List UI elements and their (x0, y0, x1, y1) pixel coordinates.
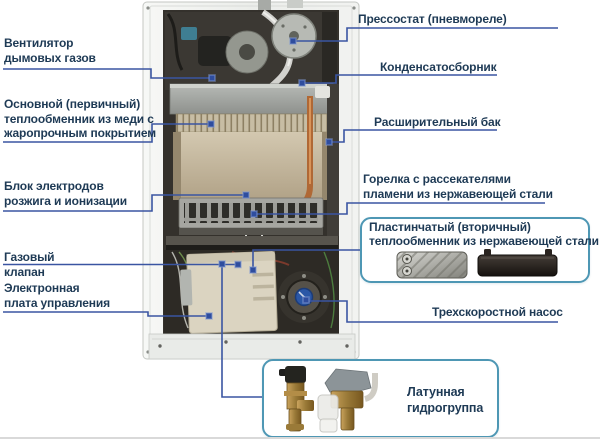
flue-collector-panel (169, 83, 334, 115)
hydrogroup-callout-box: Латунная гидрогруппа (262, 359, 499, 438)
label-line: клапан (4, 265, 45, 280)
marker-plate-hx (249, 266, 257, 274)
top-pipe-stub (258, 0, 271, 10)
leader-plate-hx (252, 249, 361, 268)
fan-motor (198, 36, 232, 66)
plate-heat-exchanger-callout-box: Пластинчатый (вторичный) теплообменник и… (360, 217, 599, 283)
label-line: Блок электродов (4, 179, 104, 193)
label-line: Вентилятор (4, 36, 74, 50)
frame-bottom-edge (0, 437, 600, 439)
label-line: дымовых газов (4, 50, 96, 65)
leader-control-board (3, 311, 206, 317)
label-line: Горелка с рассекателями (363, 172, 511, 186)
label-line: жаропрочным покрытием (4, 126, 156, 140)
label-plate-heat-exchanger: Пластинчатый (вторичный) теплообменник и… (369, 220, 599, 248)
label-gas-valve: Газовый клапан (4, 250, 55, 281)
label-line: Конденсатосборник (380, 60, 497, 74)
brass-safety-valve-image (279, 366, 314, 432)
label-line: Пластинчатый (вторичный) (369, 220, 531, 234)
leader-hydro-group (221, 264, 262, 398)
label-ignition-electrodes: Блок электродов розжига и ионизации (4, 179, 127, 208)
label-line: теплообменник из нержавеющей стали (369, 233, 599, 248)
label-line: гидрогруппа (407, 401, 484, 415)
label-line: пламени из нержавеющей стали (363, 186, 553, 201)
leader-burner (256, 202, 545, 215)
dark-plate-heat-exchanger-image (477, 254, 558, 277)
bottom-casing-band (148, 333, 356, 360)
boiler-photo (142, 0, 360, 360)
relay-box (181, 27, 197, 40)
label-line: плата управления (4, 295, 110, 310)
brass-three-way-valve-image (317, 368, 378, 433)
leader-condensate (304, 74, 497, 84)
bottom-section (164, 250, 339, 334)
label-flue-gas-fan: Вентилятор дымовых газов (4, 36, 96, 65)
label-burner: Горелка с рассекателями пламени из нержа… (363, 172, 553, 201)
leader-pump (309, 300, 558, 323)
leader-expansion-tank (332, 129, 497, 143)
plate-heat-exchanger-images (396, 249, 558, 279)
label-line: Латунная (407, 385, 465, 399)
marker-expansion-tank (325, 138, 333, 146)
label-line: Электронная (4, 281, 80, 295)
leader-electrodes (3, 194, 243, 212)
leader-markers (205, 37, 333, 320)
leader-pressostat (296, 27, 558, 42)
marker-fan (208, 74, 216, 82)
label-condensate-collector: Конденсатосборник (380, 60, 497, 75)
label-pressostat: Прессостат (пневмореле) (358, 12, 507, 27)
leader-primary-hx (3, 123, 208, 143)
label-line: розжига и ионизации (4, 193, 128, 208)
label-line: Трехскоростной насос (432, 305, 563, 319)
label-line: теплообменник из меди с (4, 111, 154, 126)
label-primary-heat-exchanger: Основной (первичный) теплообменник из ме… (4, 97, 156, 141)
marker-hydro-group (218, 260, 226, 268)
marker-gas-valve (234, 260, 242, 269)
marker-primary-hx (207, 120, 215, 128)
marker-condensate (298, 79, 306, 87)
label-line: Основной (первичный) (4, 97, 141, 111)
expansion-tank-panel (327, 84, 339, 236)
label-brass-hydrogroup: Латунная гидрогруппа (407, 384, 483, 416)
marker-burner (250, 210, 258, 218)
leader-lines (3, 27, 558, 398)
marker-pressostat (289, 37, 297, 45)
top-pipe-stub-2 (287, 0, 303, 8)
primary-heat-exchanger-fins (175, 113, 328, 133)
label-three-speed-pump: Трехскоростной насос (432, 305, 563, 320)
label-control-board: Электронная плата управления (4, 281, 110, 310)
leader-fan (3, 68, 209, 79)
marker-control-board (205, 312, 213, 320)
wire-green-2 (323, 251, 335, 329)
label-line: Расширительный бак (374, 115, 501, 129)
label-line: Газовый (4, 250, 55, 264)
marker-electrodes (242, 191, 250, 199)
hydrogroup-images (279, 366, 378, 433)
label-expansion-tank: Расширительный бак (374, 115, 501, 130)
top-section (165, 9, 337, 97)
wire-white (171, 251, 189, 329)
divider-shelf (166, 236, 338, 245)
label-line: Прессостат (пневмореле) (358, 12, 507, 26)
marker-pump (302, 296, 310, 304)
